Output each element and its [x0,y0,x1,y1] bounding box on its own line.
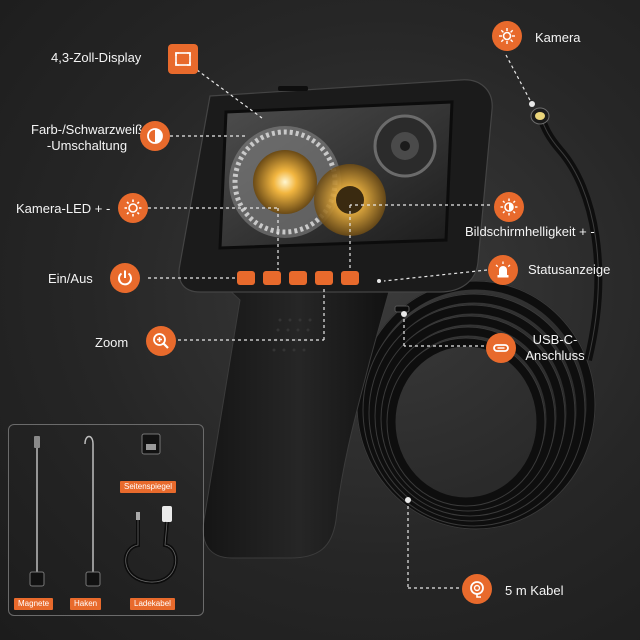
contrast-icon [140,121,170,151]
cable-icon [462,574,492,604]
label-power: Ein/Aus [48,271,93,286]
zoom-in-icon [146,326,176,356]
coiled-cable [356,280,596,530]
label-cable: 5 m Kabel [505,583,564,598]
status-light-icon [488,255,518,285]
brightness-icon [494,192,524,222]
accessory-drawings [29,433,178,587]
camera-tip [530,107,550,125]
label-color-switch-line2: -Umschaltung [46,138,128,153]
tag-mirror: Seitenspiegel [120,481,177,493]
camera-sun-icon [492,21,522,51]
device-handle [202,269,396,559]
sun-icon [118,193,148,223]
grip-texture [272,318,312,352]
accessories-panel [8,424,204,616]
label-color-switch: Farb-/Schwarzweiß -Umschaltung [12,122,162,154]
screen-gear-image [229,114,437,238]
label-usb-line1: USB-C- [532,332,578,347]
tag-charger: Ladekabel [130,598,175,610]
display-frame-icon [168,44,198,74]
label-status: Statusanzeige [528,262,611,277]
label-zoom: Zoom [95,335,129,350]
label-camera: Kamera [535,30,581,45]
label-usb-line2: Anschluss [525,348,585,363]
power-icon [110,263,140,293]
label-color-switch-line1: Farb-/Schwarzweiß [31,122,143,137]
label-usb: USB-C- Anschluss [520,332,590,364]
usb-port [394,305,410,313]
control-buttons [237,271,381,285]
label-display: 4,3-Zoll-Display [51,50,142,65]
label-brightness: Bildschirmhelligkeit + - [465,224,595,239]
tag-magnet: Magnete [14,598,54,610]
usb-c-icon [486,333,516,363]
label-camera-led: Kamera-LED + - [16,201,111,216]
leader-lines [148,54,533,589]
tag-hook: Haken [70,598,102,610]
